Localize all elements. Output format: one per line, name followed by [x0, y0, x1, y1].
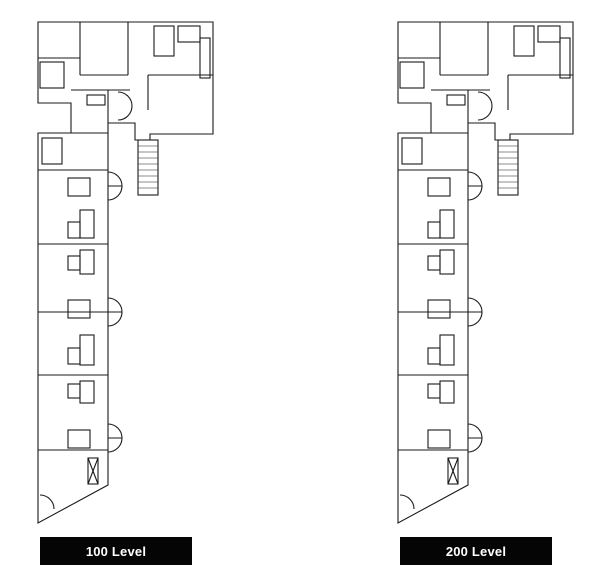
level-label-badge: 100 Level	[40, 537, 192, 565]
floor-plan-drawing	[397, 21, 574, 524]
floor-plan-drawing	[37, 21, 214, 524]
level-label-badge: 200 Level	[400, 537, 552, 565]
floor-plan-100-level: 100 Level	[0, 0, 240, 588]
floor-plan-200-level: 200 Level	[360, 0, 600, 588]
